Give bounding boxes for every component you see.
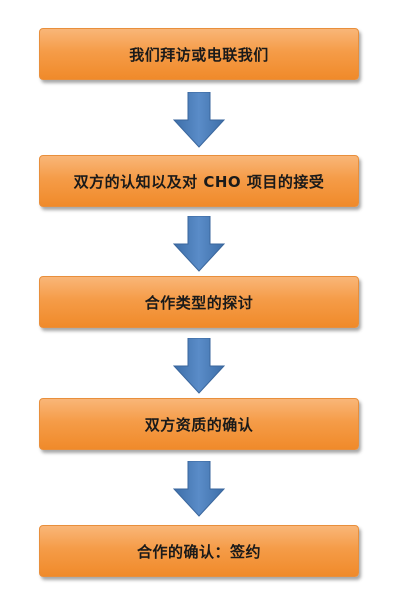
flow-step-label: 合作的确认：签约 xyxy=(136,542,261,561)
arrow-down-icon xyxy=(173,461,225,517)
flow-step-label: 双方的认知以及对 CHO 项目的接受 xyxy=(73,172,325,191)
arrow-down-icon xyxy=(173,338,225,394)
flow-step-mutual-understanding: 双方的认知以及对 CHO 项目的接受 xyxy=(39,155,359,207)
flow-step-label: 合作类型的探讨 xyxy=(144,293,254,312)
flow-step-cooperation-type: 合作类型的探讨 xyxy=(39,276,359,328)
arrow-down-icon xyxy=(173,216,225,272)
flow-step-visit: 我们拜访或电联我们 xyxy=(39,28,359,80)
flow-step-qualification: 双方资质的确认 xyxy=(39,398,359,450)
arrow-down-icon xyxy=(173,92,225,148)
flow-step-label: 双方资质的确认 xyxy=(144,415,254,434)
flow-step-signing: 合作的确认：签约 xyxy=(39,525,359,577)
flow-step-label: 我们拜访或电联我们 xyxy=(129,45,269,64)
